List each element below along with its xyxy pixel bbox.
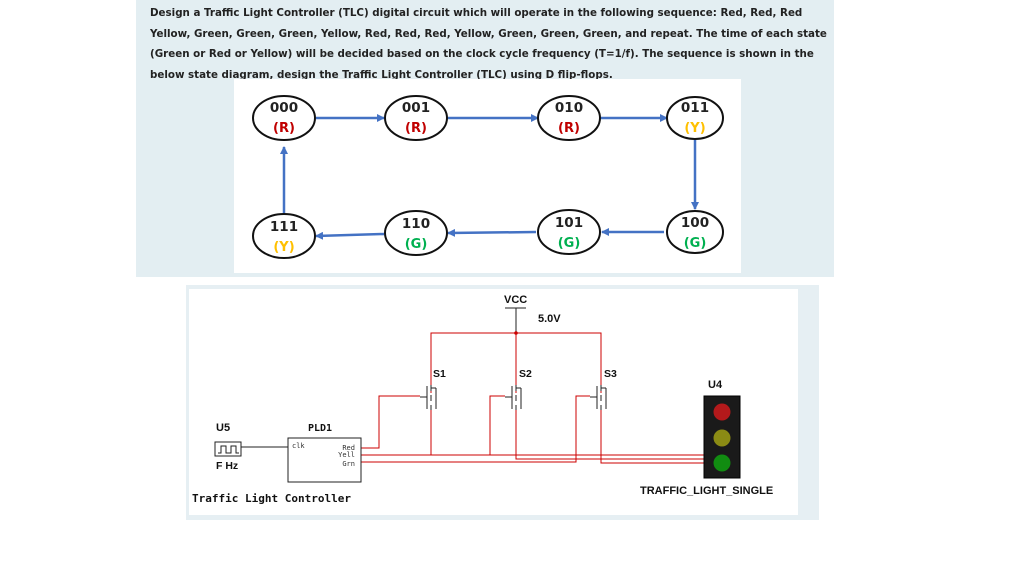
u4-label: U4 (708, 379, 723, 391)
state-code: 100 (681, 215, 709, 231)
transition-101-110 (447, 228, 537, 237)
vcc-label: VCC (504, 294, 527, 306)
u4-part-name: TRAFFIC_LIGHT_SINGLE (640, 485, 773, 497)
state-100: 100 (G) (666, 210, 724, 254)
pld-grn-pin: Grn (342, 460, 355, 468)
state-diagram: 000 (R) 001 (R) 010 (R) 011 (Y) 100 (G) … (234, 79, 741, 273)
state-010: 010 (R) (537, 95, 601, 141)
state-110: 110 (G) (384, 210, 448, 256)
problem-text: Design a Traffic Light Controller (TLC) … (150, 7, 827, 81)
state-000: 000 (R) (252, 95, 316, 141)
pld-red-pin: Red (342, 444, 355, 452)
state-light: (R) (273, 121, 295, 136)
gate-wires (361, 395, 590, 463)
yellow-lamp (713, 429, 731, 447)
state-001: 001 (R) (384, 95, 448, 141)
supply-bus (430, 331, 602, 393)
lamp-wires (430, 410, 704, 464)
state-light: (R) (405, 121, 427, 136)
state-code: 101 (555, 215, 583, 231)
switch-s1[interactable]: S1 (420, 368, 446, 410)
state-code: 110 (402, 216, 430, 232)
red-lamp (713, 403, 731, 421)
traffic-light-u4[interactable]: U4 TRAFFIC_LIGHT_SINGLE (640, 379, 773, 497)
switch-s2[interactable]: S2 (505, 368, 532, 410)
state-code: 010 (555, 100, 583, 116)
pld-controller[interactable]: PLD1 clk Red Yell Grn Traffic Light Cont… (192, 423, 362, 505)
state-light: (Y) (684, 121, 705, 136)
state-code: 001 (402, 100, 430, 116)
state-light: (Y) (273, 240, 294, 255)
switch-s3[interactable]: S3 (590, 368, 617, 410)
circuit-schematic: VCC 5.0V S1 S2 (189, 289, 798, 515)
switch-s2-label: S2 (519, 368, 532, 380)
pld-caption: Traffic Light Controller (192, 492, 351, 505)
state-light: (G) (558, 236, 581, 251)
transition-110-111 (315, 231, 385, 240)
vcc-supply: VCC 5.0V (504, 294, 561, 333)
state-code: 111 (270, 219, 298, 235)
state-101: 101 (G) (537, 209, 601, 255)
green-lamp (713, 454, 731, 472)
state-light: (R) (558, 121, 580, 136)
pld-clk-pin: clk (292, 442, 305, 450)
pld-label: PLD1 (308, 423, 332, 434)
u5-label: U5 (216, 422, 230, 434)
switch-s3-label: S3 (604, 368, 617, 380)
state-code: 011 (681, 100, 709, 116)
state-011: 011 (Y) (666, 96, 724, 140)
state-111: 111 (Y) (252, 213, 316, 259)
switch-s1-label: S1 (433, 368, 446, 380)
pld-yell-pin: Yell (338, 451, 355, 459)
vcc-value: 5.0V (538, 313, 561, 325)
u5-value: F Hz (216, 460, 238, 472)
state-light: (G) (684, 236, 707, 251)
state-light: (G) (405, 237, 428, 252)
state-diagram-svg: 000 (R) 001 (R) 010 (R) 011 (Y) 100 (G) … (252, 95, 724, 259)
circuit-schematic-panel: VCC 5.0V S1 S2 (186, 285, 819, 520)
state-code: 000 (270, 100, 298, 116)
clock-source-u5[interactable]: U5 F Hz (214, 422, 288, 472)
